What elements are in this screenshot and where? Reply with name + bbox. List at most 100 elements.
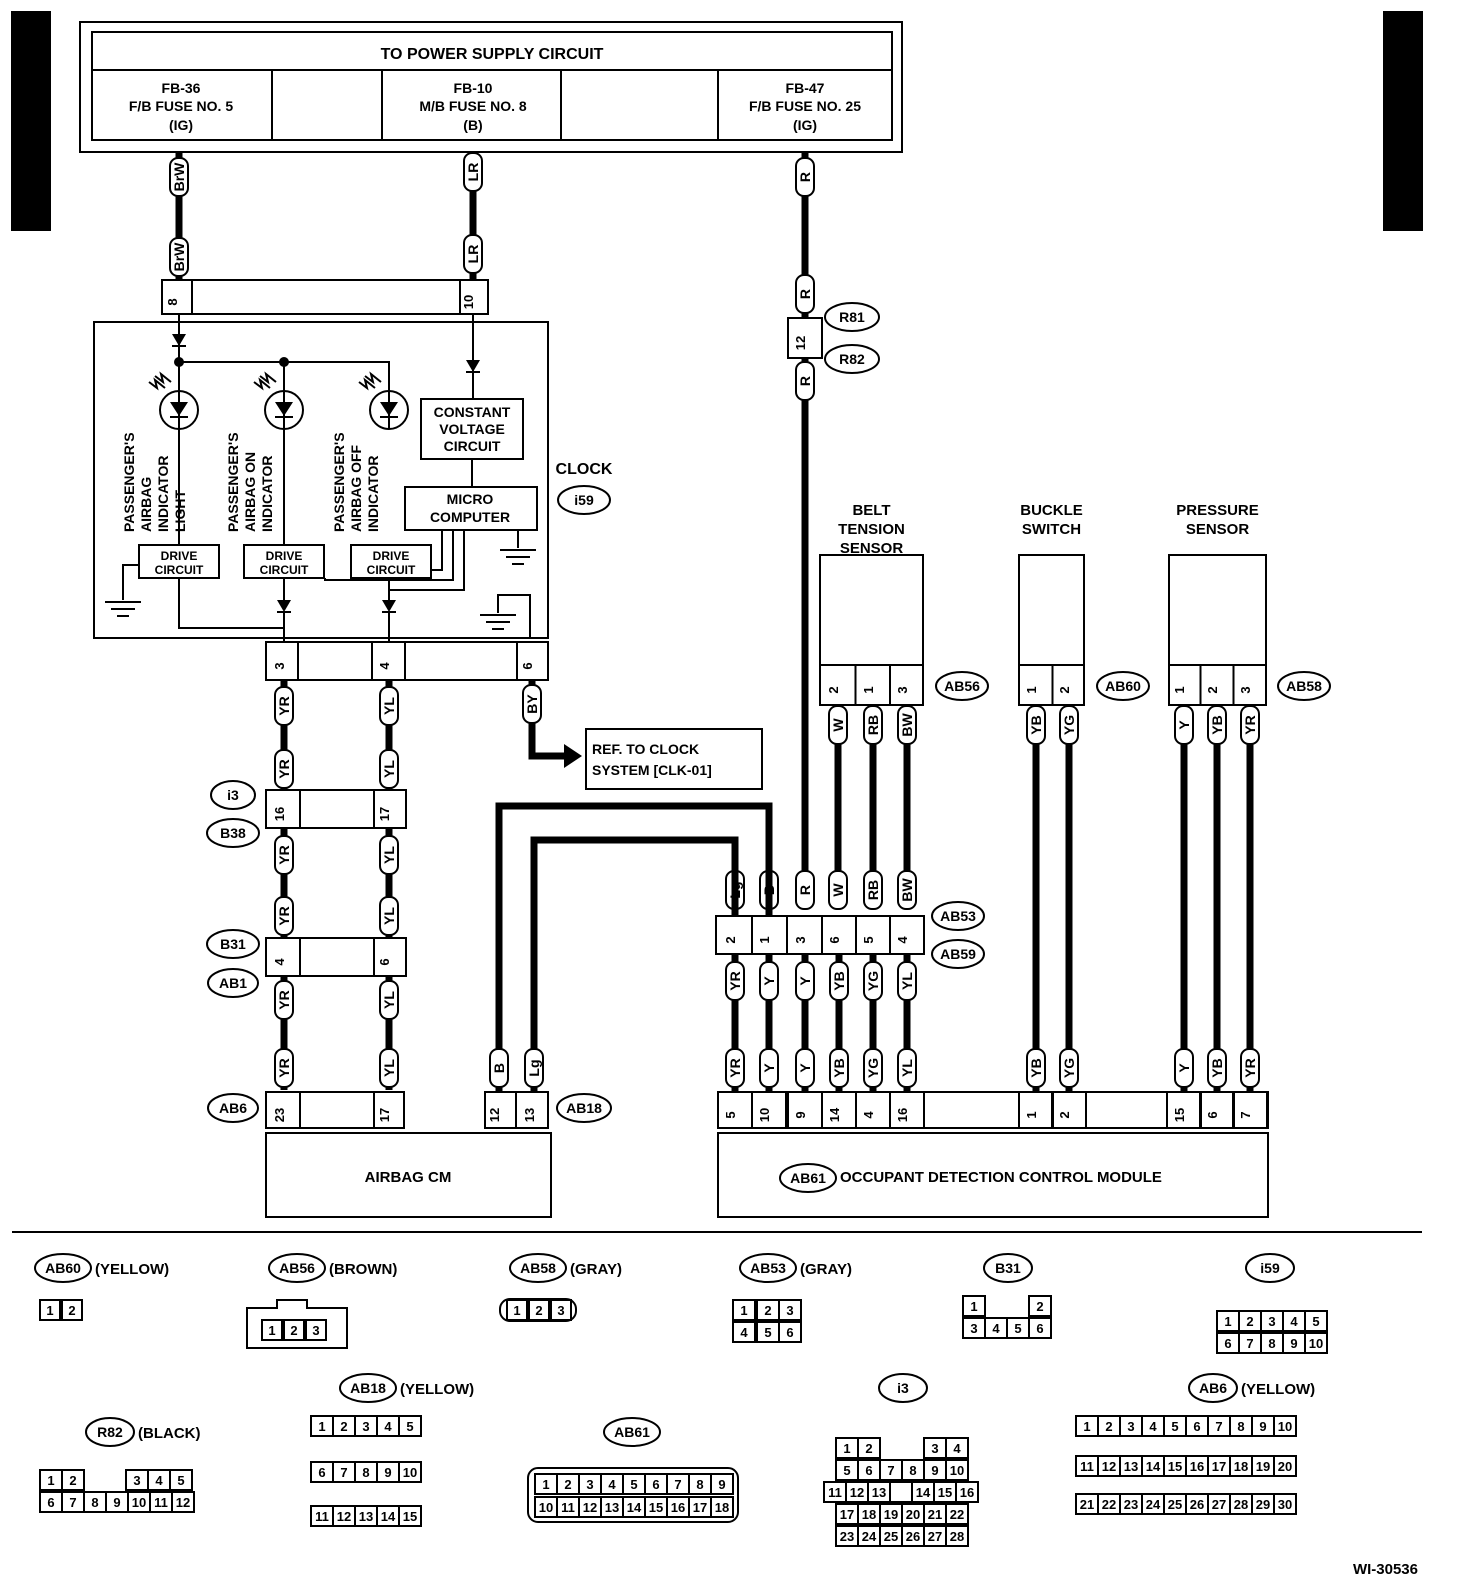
side-tab-text: ODS-01 [16, 74, 46, 168]
wire-color-label: R [795, 274, 815, 314]
pin-label: 17 [1212, 1459, 1226, 1474]
wire-color-text: BrW [171, 162, 187, 192]
wire-color-tag [169, 157, 189, 197]
pin-label: 3 [586, 1477, 593, 1492]
pin-label: 4 [740, 1325, 748, 1340]
buckle-sensor [1018, 554, 1085, 666]
pin-cell [710, 1496, 734, 1518]
pin-label: 13 [605, 1500, 619, 1515]
connector-id: AB58 [1286, 678, 1322, 694]
pin-number: 4 [272, 958, 287, 966]
pin-label: 1 [740, 1303, 747, 1318]
pin-cell [528, 1299, 550, 1321]
wire-color-text: YL [381, 697, 397, 715]
pin-cell [710, 1473, 734, 1495]
wire-color-tag [863, 705, 883, 745]
pin-cell [778, 1299, 802, 1321]
wire-color-text: YB [1209, 715, 1225, 734]
wire-color-text: YR [727, 1058, 743, 1077]
pin-number: 14 [827, 1107, 842, 1122]
pin-number: 16 [895, 1108, 910, 1122]
connector-id: AB1 [219, 975, 247, 991]
pin-label: 2 [1105, 1419, 1112, 1434]
wire-line [179, 361, 390, 400]
connector-label [779, 1163, 837, 1193]
wire-line [497, 594, 531, 638]
pin-label: 16 [960, 1485, 974, 1500]
wire-line [178, 578, 284, 629]
pin-label: 2 [1036, 1299, 1043, 1314]
connector-label [557, 485, 611, 515]
pin-label: 17 [840, 1507, 854, 1522]
wire-color-label: YR [274, 1048, 294, 1088]
pin-cell [955, 1481, 979, 1503]
wire-color-tag [1207, 1048, 1227, 1088]
pin-label: 19 [1256, 1459, 1270, 1474]
pin-number: 1 [1024, 686, 1039, 693]
wire-color-label: LR [463, 234, 483, 274]
wire-line [431, 530, 443, 571]
indicator-label: AIRBAG [138, 477, 154, 532]
wire-color-tag [1240, 705, 1260, 745]
wire-color-label: R [795, 157, 815, 197]
wire-color-label: YB [829, 1048, 849, 1088]
pin-label: 3 [931, 1441, 938, 1456]
ab61-connector [717, 1091, 1269, 1129]
wire-color-text: YR [1242, 715, 1258, 734]
connector-id: AB53 [750, 1260, 786, 1276]
wire-color-label: YL [379, 835, 399, 875]
wire-color-tag [274, 686, 294, 726]
pressure-sensor [1168, 554, 1267, 666]
wire-color-text: YR [276, 696, 292, 715]
cv-label: CONSTANT [434, 404, 511, 420]
connector-color: (BROWN) [329, 1261, 397, 1278]
connector-id: AB60 [45, 1260, 81, 1276]
connector-color: (GRAY) [800, 1261, 852, 1278]
connector-label [983, 1253, 1033, 1283]
sensor-label: SENSOR [1186, 521, 1250, 538]
wire-color-label: LR [463, 152, 483, 192]
micro-label: MICRO [447, 491, 494, 507]
wire-color-label: YG [863, 1048, 883, 1088]
pin-label: 13 [359, 1509, 373, 1524]
pin-label: 25 [1168, 1497, 1182, 1512]
wire-color-text: YB [1028, 1058, 1044, 1077]
pin-cell [169, 1469, 193, 1491]
pin-label: 1 [970, 1299, 977, 1314]
connector-id: AB59 [940, 946, 976, 962]
pin-number: 2 [723, 936, 738, 943]
pin-label: 27 [1212, 1497, 1226, 1512]
wire-color-tag [795, 961, 815, 1001]
wire-color-text: BY [524, 694, 540, 714]
indicator-led-icon [358, 371, 409, 430]
connector-id: B31 [995, 1260, 1021, 1276]
wire-color-text: YR [1242, 1058, 1258, 1077]
pin-number: 3 [895, 686, 910, 693]
wire-color-label: BW [897, 870, 917, 910]
wire-color-label: R [795, 870, 815, 910]
wire-color-label: YR [274, 686, 294, 726]
sensor-label: PRESSURE [1176, 502, 1259, 519]
drive-circuit-label: CIRCUIT [155, 563, 204, 577]
wire-color-text: YB [831, 1058, 847, 1077]
connector-id: AB61 [614, 1424, 650, 1440]
pin-number: 10 [461, 295, 476, 309]
wire-color-text: BW [899, 878, 915, 902]
wire-color-text: BW [899, 713, 915, 737]
pin-label: 8 [1268, 1336, 1275, 1351]
pin-label: 5 [177, 1473, 184, 1488]
wire-color-label: YB [1026, 1048, 1046, 1088]
wire-color-text: YR [727, 971, 743, 990]
pin-label: 1 [268, 1323, 275, 1338]
light-ray [253, 377, 271, 391]
pin-label: 4 [608, 1477, 616, 1492]
pin-cell [398, 1461, 422, 1483]
wire-color-tag [1026, 1048, 1046, 1088]
pin-label: 9 [1259, 1419, 1266, 1434]
pin-label: 3 [133, 1473, 140, 1488]
wire-color-label: YL [379, 1048, 399, 1088]
pin-label: 8 [91, 1495, 98, 1510]
pin-label: 10 [1309, 1336, 1323, 1351]
pin-label: 10 [539, 1500, 553, 1515]
wire-color-label: RB [863, 870, 883, 910]
